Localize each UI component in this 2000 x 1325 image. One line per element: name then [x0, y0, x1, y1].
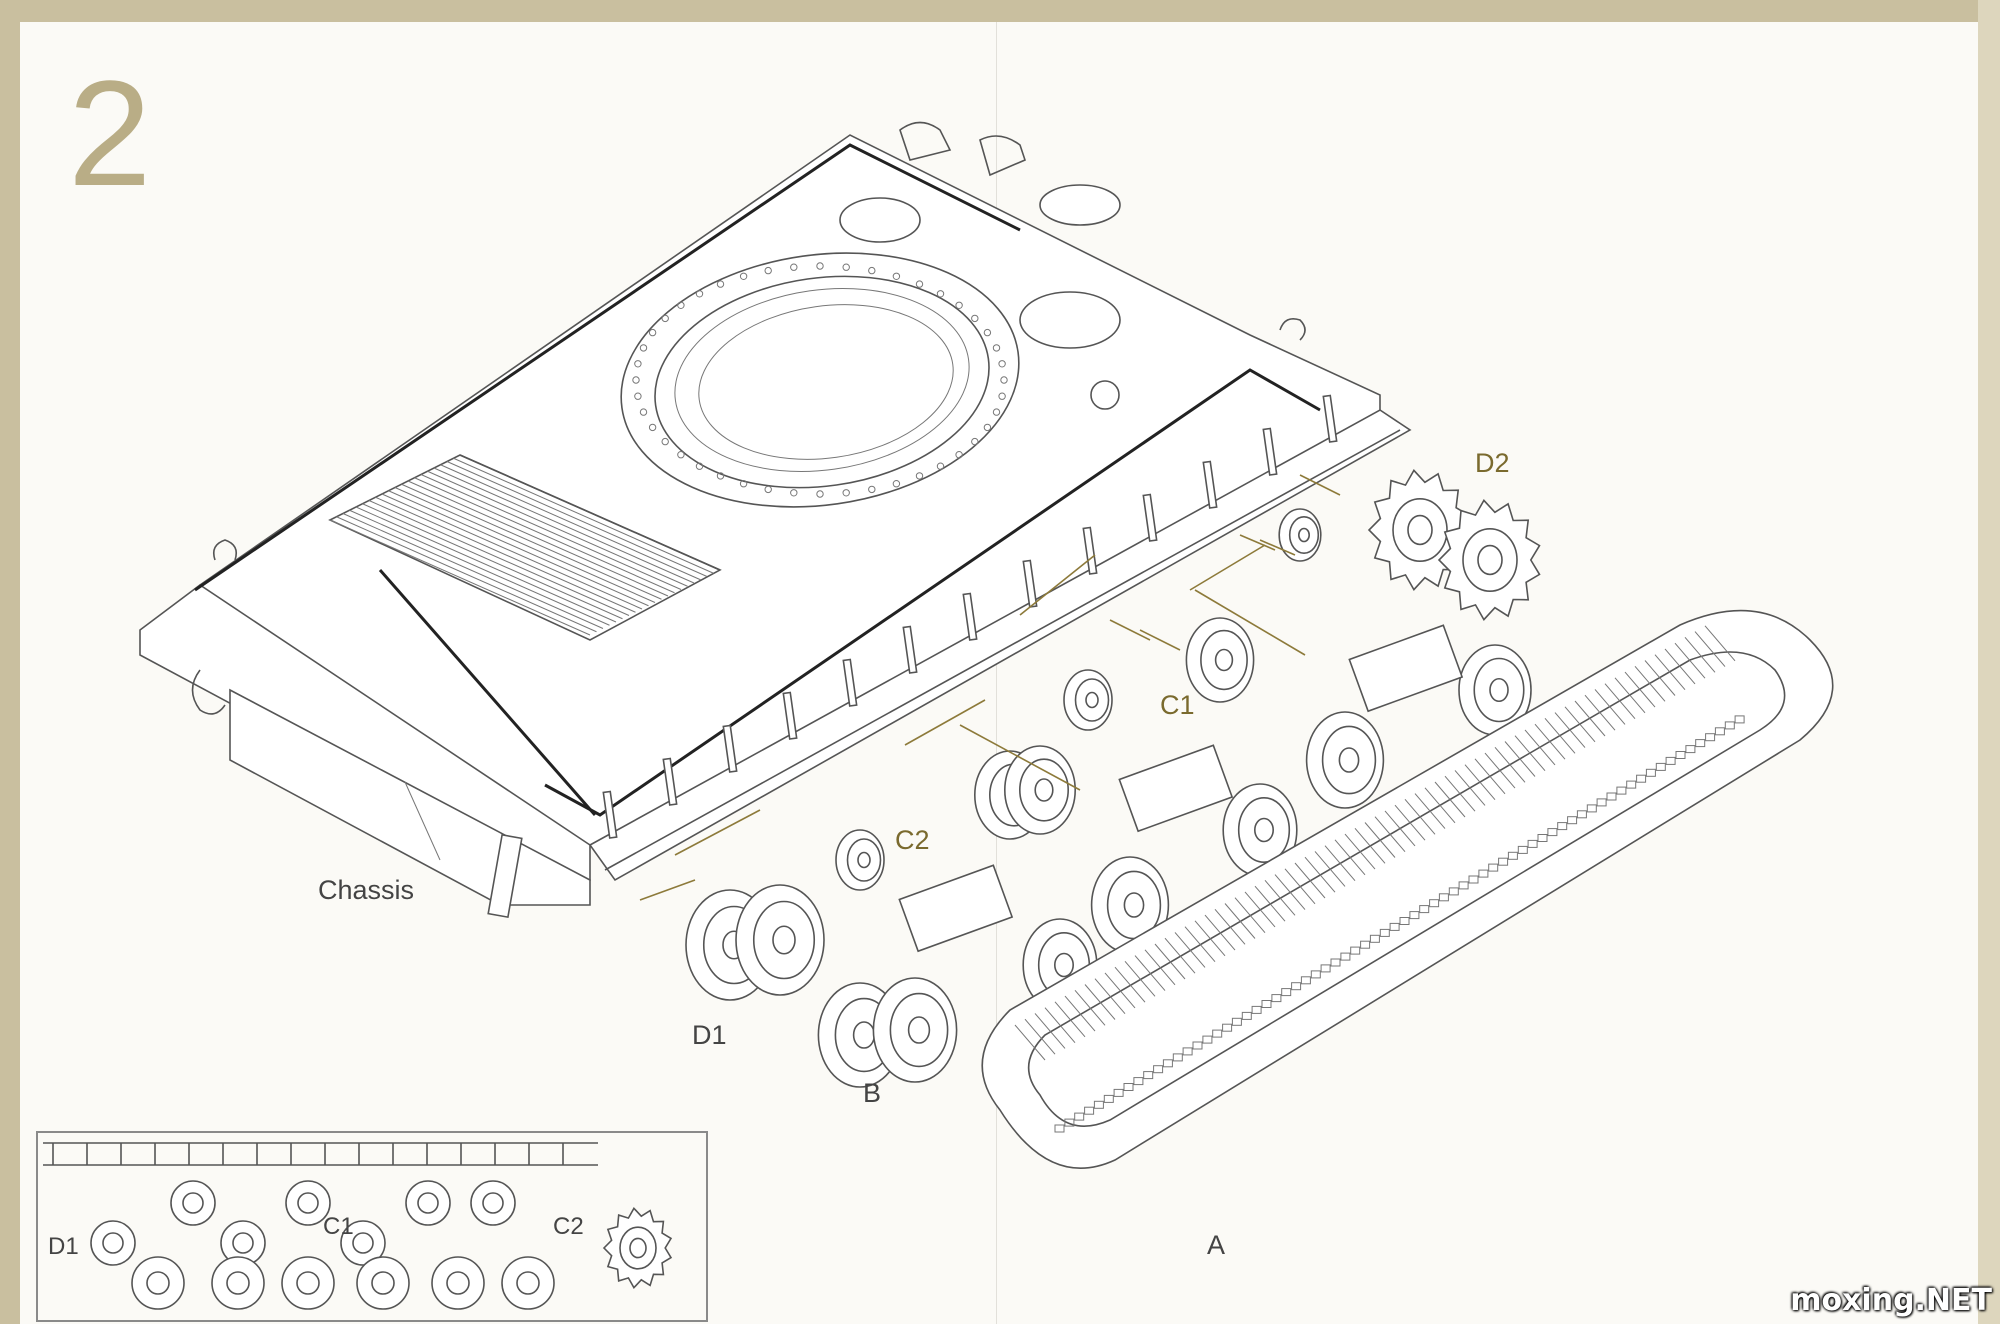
inset-side-view: D1 C1 C2 [36, 1131, 708, 1322]
road-wheels [685, 508, 1532, 1088]
left-border [0, 0, 20, 1324]
right-border [1978, 0, 2000, 1324]
c1-label: C1 [1160, 690, 1195, 720]
track-a [981, 609, 1834, 1169]
step-number: 2 [68, 49, 152, 217]
chassis-hull [139, 121, 1412, 919]
watermark: moxing.NET [1790, 1283, 1992, 1318]
chassis-label: Chassis [318, 875, 415, 905]
d2-label: D2 [1475, 448, 1510, 478]
c2-label: C2 [895, 825, 930, 855]
a-label: A [1207, 1230, 1226, 1260]
b-label: B [863, 1078, 882, 1108]
inset-c2-label: C2 [553, 1213, 584, 1240]
page-fold-line [996, 22, 997, 1324]
inset-d1-label: D1 [48, 1233, 79, 1260]
inset-diagram [43, 1142, 673, 1310]
inset-c1-label: C1 [323, 1213, 354, 1240]
top-border [0, 0, 2000, 22]
placement-arrows [639, 474, 1341, 901]
drive-sprocket-d2 [1367, 469, 1541, 621]
d1-label: D1 [692, 1020, 727, 1050]
engine-grille [328, 454, 722, 641]
